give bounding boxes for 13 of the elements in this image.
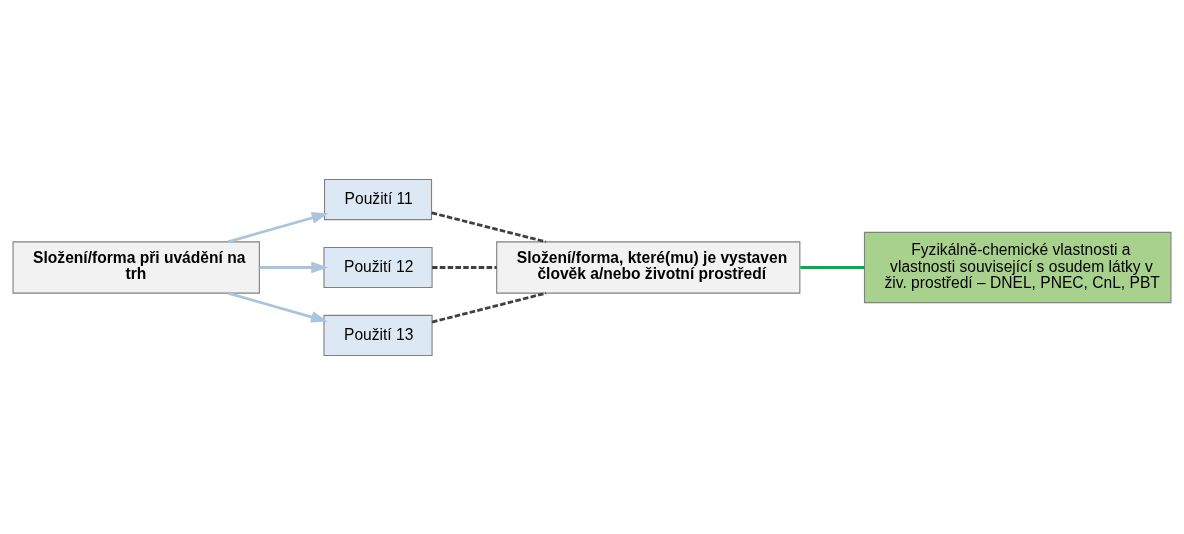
node-box: Použití 13 [323, 314, 433, 356]
connector [432, 265, 497, 269]
node-box: Složení/forma, které(mu) je vystaven člověk a/nebo životní prostředí [496, 240, 801, 294]
connector [431, 291, 547, 323]
arrow [259, 261, 329, 273]
connector [431, 211, 547, 243]
node-box: Použití 12 [323, 246, 433, 288]
arrow [227, 291, 328, 323]
node-box: Použití 11 [323, 178, 433, 220]
node-box: Fyzikálně-chemické vlastnosti a vlastnosti související s osudem látky v živ. prostředí – DNEL, PNEC, CnL, PBT [863, 231, 1172, 303]
arrow [227, 211, 329, 243]
node-box: Složení/forma při uvádění na trh [12, 240, 260, 294]
connector [800, 265, 865, 269]
